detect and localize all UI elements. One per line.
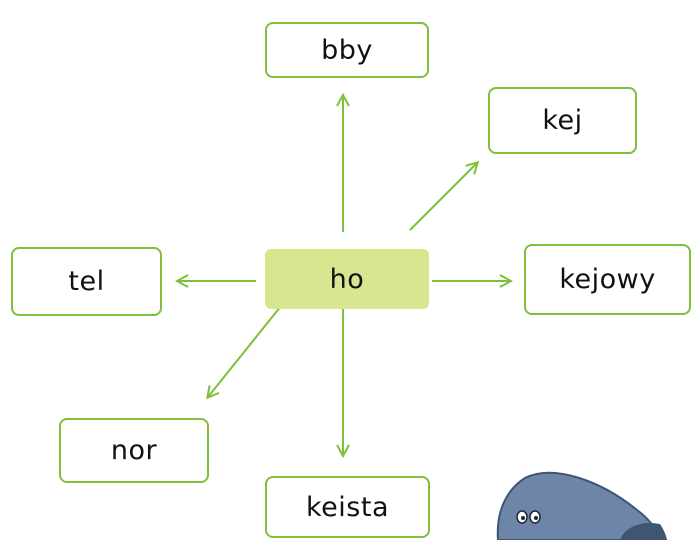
node-right-label: kejowy <box>559 264 656 295</box>
node-top: bby <box>265 22 429 78</box>
node-top-right-label: kej <box>542 105 583 136</box>
center-node: ho <box>265 249 429 309</box>
node-top-label: bby <box>321 34 373 66</box>
node-bottom: keista <box>265 476 430 538</box>
arrow-to-top-right <box>409 163 477 231</box>
arrow-to-bottom-left <box>208 300 286 397</box>
node-top-right: kej <box>488 87 637 154</box>
node-bottom-left: nor <box>59 418 209 483</box>
node-bottom-label: keista <box>306 491 389 523</box>
node-bottom-left-label: nor <box>110 435 158 466</box>
node-left: tel <box>11 247 162 316</box>
center-node-label: ho <box>329 263 365 295</box>
node-right: kejowy <box>524 244 691 315</box>
node-left-label: tel <box>68 266 105 297</box>
